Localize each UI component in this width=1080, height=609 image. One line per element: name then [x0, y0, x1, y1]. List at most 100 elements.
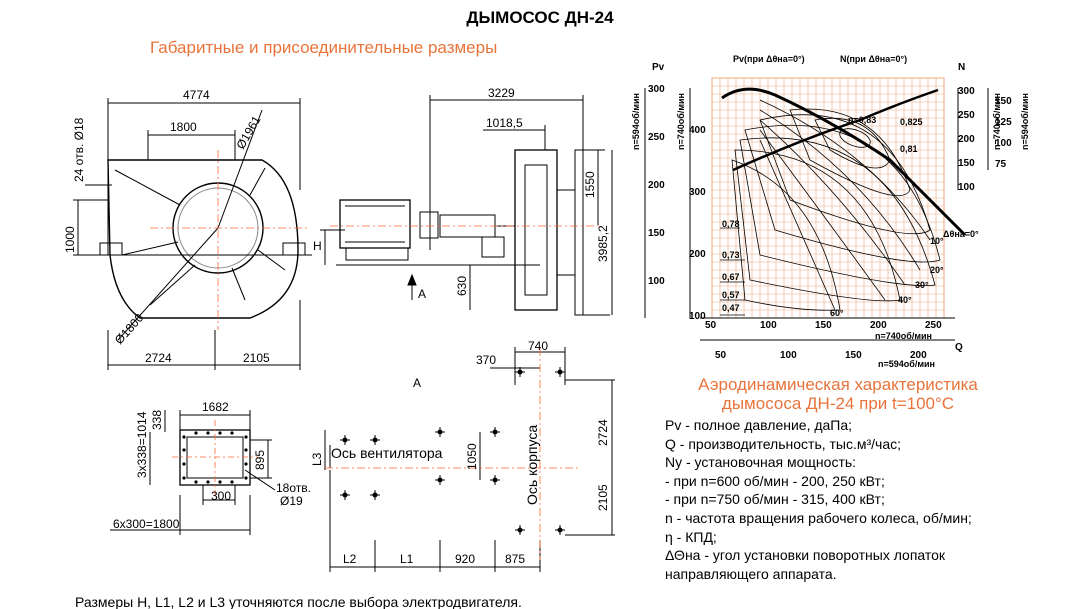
left-axis-740: n=740об/мин — [676, 93, 686, 150]
dim-875: 875 — [505, 552, 525, 566]
dim-2105-a: 2105 — [596, 484, 610, 511]
flange-view-drawing: 1682 338 3x338=1014 895 18отв. Ø19 300 6… — [110, 400, 311, 535]
legend-item: n - частота вращения рабочего колеса, об… — [665, 509, 972, 526]
dim-1550: 1550 — [583, 171, 597, 198]
front-view-drawing: 4774 1800 24 отв. Ø18 Ø1961 1000 Ø1800 2… — [63, 88, 312, 370]
n-tick-594: 150 — [995, 96, 1012, 107]
dim-diam-1961: Ø1961 — [233, 113, 263, 151]
dim-l1: L1 — [400, 552, 414, 566]
dim-l3: L3 — [310, 452, 324, 466]
legend-item: - при n=750 об/мин - 315, 400 кВт; — [665, 491, 885, 508]
q-tick-740: 50 — [705, 320, 717, 331]
pv-tick-740: 200 — [689, 249, 706, 260]
dim-4774: 4774 — [183, 88, 210, 102]
q-tick-594: 50 — [715, 350, 727, 361]
right-axis-740: n=740об/мин — [992, 93, 1002, 150]
aero-chart-caption: Аэродинамическая характеристика дымососа… — [668, 375, 1008, 413]
q-axis-label: Q — [955, 342, 963, 353]
eff-label-0825: 0,825 — [900, 117, 923, 127]
pv-axis-label: Pv — [652, 62, 665, 73]
legend-item: Ny - установочная мощность: — [665, 454, 857, 471]
dim-300: 300 — [211, 489, 231, 503]
legend-item: ΔΘна - угол установки поворотных лопаток — [665, 547, 946, 564]
pv-tick-740: 100 — [689, 311, 706, 322]
right-axis-594: n=594об/мин — [1020, 93, 1030, 150]
dim-l2: L2 — [343, 552, 357, 566]
pv-tick-594: 250 — [648, 132, 665, 143]
left-axis-594: n=594об/мин — [631, 93, 641, 150]
view-a-title: A — [413, 376, 421, 390]
q-tick-594: 150 — [845, 350, 862, 361]
angle-label-60: 60° — [830, 308, 844, 318]
pv-tick-594: 200 — [648, 180, 665, 191]
dim-2724-a: 2724 — [596, 419, 610, 446]
pv-curve-label: Pv(при Δθна=0°) — [733, 54, 805, 64]
q-label-740: n=740об/мин — [875, 331, 932, 341]
dim-3985-2: 3985,2 — [596, 225, 610, 262]
n-curve — [732, 88, 939, 172]
n-tick-740: 150 — [958, 158, 975, 169]
dim-1800-top: 1800 — [170, 120, 197, 134]
dim-3229: 3229 — [488, 86, 515, 100]
efficiency-contours — [720, 99, 941, 316]
pv-tick-594: 300 — [648, 84, 665, 95]
angle-label-40: 40° — [898, 295, 912, 305]
chart-tick-labels: 3002502001501004003002001003002502001501… — [648, 84, 1012, 361]
dim-895: 895 — [253, 450, 267, 470]
page-title: ДЫМОСОС ДН-24 — [466, 8, 614, 27]
view-a-arrow-label: A — [418, 287, 426, 301]
angle-label-0: Δθна=0° — [943, 229, 979, 239]
q-tick-594: 100 — [780, 350, 797, 361]
pv-tick-594: 150 — [648, 228, 665, 239]
dim-6x300: 6x300=1800 — [113, 517, 180, 531]
dim-2724: 2724 — [145, 351, 172, 365]
dim-diam-1800: Ø1800 — [112, 311, 147, 347]
dim-920: 920 — [455, 552, 475, 566]
casing-axis-label: Ось корпуса — [524, 425, 540, 505]
legend-item: Q - производительность, тыс.м³/час; — [665, 435, 902, 452]
eff-label-067: 0,67 — [722, 272, 740, 282]
eff-label-047: 0,47 — [722, 303, 740, 313]
pv-curve — [721, 87, 967, 237]
aero-caption-line2: дымососа ДН-24 при t=100°C — [721, 394, 955, 413]
legend: Pv - полное давление, даПа; Q - производ… — [665, 416, 972, 583]
dim-1018-5: 1018,5 — [486, 116, 523, 130]
dim-740: 740 — [528, 340, 548, 353]
footnote: Размеры H, L1, L2 и L3 уточняются после … — [75, 594, 522, 609]
n-axis-label: N — [958, 62, 965, 73]
eff-label-078: 0,78 — [722, 219, 740, 229]
q-label-594: n=594об/мин — [878, 359, 935, 369]
dim-630: 630 — [455, 276, 469, 296]
aerodynamic-chart: 3002502001501004003002001003002502001501… — [631, 54, 1030, 369]
legend-item: Pv - полное давление, даПа; — [665, 417, 853, 433]
dim-holes: 24 отв. Ø18 — [72, 117, 86, 182]
dimensions-subtitle: Габаритные и присоединительные размеры — [150, 38, 498, 57]
dim-1000: 1000 — [63, 226, 77, 253]
n-tick-594: 75 — [995, 159, 1007, 170]
q-tick-740: 150 — [815, 320, 832, 331]
eff-label-057: 0,57 — [722, 290, 740, 300]
eff-label-081: 0,81 — [900, 144, 918, 154]
dim-18-holes: 18отв. — [276, 481, 311, 495]
legend-item: η - КПД; — [665, 528, 717, 545]
angle-label-30: 30° — [915, 280, 929, 290]
q-tick-740: 200 — [870, 320, 887, 331]
n-tick-740: 100 — [958, 182, 975, 193]
n-tick-594: 100 — [995, 138, 1012, 149]
dim-338: 338 — [150, 410, 164, 430]
pv-tick-740: 400 — [689, 125, 706, 136]
n-tick-594: 125 — [995, 117, 1012, 128]
side-view-drawing: 3229 1018,5 1550 3985,2 H 630 A — [313, 86, 613, 316]
angle-label-10: 10° — [930, 236, 944, 246]
dim-diam-19: Ø19 — [280, 494, 303, 508]
dim-370: 370 — [476, 353, 496, 367]
n-curve-label: N(при Δθна=0°) — [840, 54, 907, 64]
legend-item: направляющего аппарата. — [665, 565, 837, 582]
n-tick-740: 250 — [958, 110, 975, 121]
eff-label-083: η=0,83 — [848, 115, 876, 125]
eff-label-073: 0,73 — [722, 250, 740, 260]
dim-1050: 1050 — [465, 443, 479, 470]
angle-label-20: 20° — [930, 265, 944, 275]
dim-h: H — [313, 239, 322, 253]
